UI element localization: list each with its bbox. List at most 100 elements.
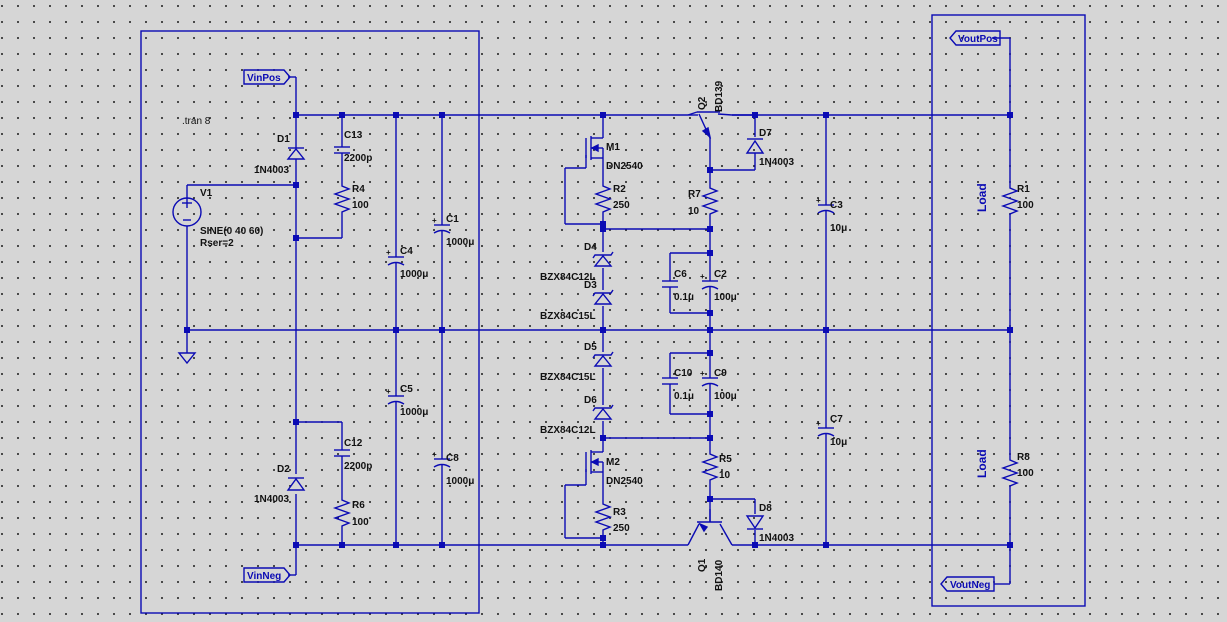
svg-text:+: +: [386, 387, 391, 396]
c7-name: C7: [830, 414, 843, 425]
r1-name: R1: [1017, 184, 1030, 195]
svg-text:+: +: [386, 248, 391, 257]
d4-zener-symbol[interactable]: [592, 251, 614, 267]
r5-resistor-symbol[interactable]: [700, 450, 720, 482]
v1-value: SINE(0 40 60): [200, 226, 263, 237]
vinneg-label: VinNeg: [247, 571, 281, 582]
v1-rser: Rser=2: [200, 238, 234, 249]
r3-value: 250: [613, 523, 630, 534]
d3-zener-symbol[interactable]: [592, 289, 614, 305]
d6-value: BZX84C12L: [540, 425, 596, 436]
svg-text:+: +: [700, 272, 705, 281]
c6-capacitor-symbol[interactable]: [662, 280, 678, 288]
r7-resistor-symbol[interactable]: [700, 184, 720, 216]
vinpos-flag[interactable]: VinPos: [243, 69, 291, 85]
load-label-bottom: Load: [975, 449, 989, 478]
r8-value: 100: [1017, 468, 1034, 479]
d6-name: D6: [584, 395, 597, 406]
c12-capacitor-symbol[interactable]: [334, 449, 350, 457]
d2-name: D2: [277, 464, 290, 475]
c8-capacitor-symbol[interactable]: +: [432, 450, 451, 468]
svg-text:+: +: [816, 196, 821, 205]
d5-zener-symbol[interactable]: [592, 351, 614, 367]
d7-diode-symbol[interactable]: [745, 138, 765, 154]
c8-value: 1000μ: [446, 476, 474, 487]
r2-resistor-symbol[interactable]: [593, 182, 613, 214]
c1-capacitor-symbol[interactable]: +: [432, 216, 451, 234]
d6-zener-symbol[interactable]: [592, 404, 614, 420]
d3-value: BZX84C15L: [540, 311, 596, 322]
c2-capacitor-symbol[interactable]: +: [700, 272, 719, 290]
d1-value: 1N4003: [254, 165, 289, 176]
voutpos-flag[interactable]: VoutPos: [949, 30, 1001, 46]
q2-transistor-symbol[interactable]: [687, 111, 733, 139]
r8-name: R8: [1017, 452, 1030, 463]
c10-capacitor-symbol[interactable]: [662, 377, 678, 385]
r1-resistor-symbol[interactable]: [1000, 184, 1020, 216]
load-label-top: Load: [975, 183, 989, 212]
d3-name: D3: [584, 280, 597, 291]
c4-capacitor-symbol[interactable]: +: [386, 248, 405, 266]
r6-value: 100: [352, 517, 369, 528]
d1-name: D1: [277, 134, 290, 145]
c13-name: C13: [344, 130, 363, 141]
r8-resistor-symbol[interactable]: [1000, 456, 1020, 488]
d2-diode-symbol[interactable]: [286, 477, 306, 491]
d4-value: BZX84C12L: [540, 272, 596, 283]
svg-text:+: +: [432, 216, 437, 225]
c10-value: 0.1μ: [674, 391, 694, 402]
m1-name: M1: [606, 142, 620, 153]
c5-capacitor-symbol[interactable]: +: [386, 387, 405, 405]
c8-name: C8: [446, 453, 459, 464]
r4-resistor-symbol[interactable]: [332, 182, 352, 214]
c3-capacitor-symbol[interactable]: +: [816, 196, 835, 214]
d2-value: 1N4003: [254, 494, 289, 505]
voutneg-flag[interactable]: VoutNeg: [940, 576, 995, 592]
r7-value: 10: [688, 206, 700, 217]
d1-diode-symbol[interactable]: [286, 143, 306, 163]
d8-diode-symbol[interactable]: [745, 515, 765, 530]
c1-value: 1000μ: [446, 237, 474, 248]
tran-directive[interactable]: .tran 8: [182, 116, 211, 127]
q1-transistor-symbol[interactable]: [687, 509, 733, 546]
r4-value: 100: [352, 200, 369, 211]
c2-name: C2: [714, 269, 727, 280]
r3-resistor-symbol[interactable]: [593, 500, 613, 532]
m2-mosfet-symbol[interactable]: [585, 450, 604, 480]
voutpos-label: VoutPos: [958, 34, 998, 45]
c4-value: 1000μ: [400, 269, 428, 280]
svg-text:+: +: [816, 419, 821, 428]
c9-name: C9: [714, 368, 727, 379]
c2-value: 100μ: [714, 292, 737, 303]
r7-name: R7: [688, 189, 701, 200]
c3-name: C3: [830, 200, 843, 211]
r6-resistor-symbol[interactable]: [332, 496, 352, 528]
v1-name: V1: [200, 188, 213, 199]
q1-name: Q1: [697, 558, 708, 572]
voutneg-label: VoutNeg: [950, 580, 990, 591]
vinneg-flag[interactable]: VinNeg: [243, 567, 291, 583]
d4-name: D4: [584, 242, 597, 253]
c7-value: 10μ: [830, 437, 847, 448]
r2-name: R2: [613, 184, 626, 195]
c7-capacitor-symbol[interactable]: +: [816, 419, 835, 437]
d5-name: D5: [584, 342, 597, 353]
input-block-box: [140, 30, 480, 614]
c9-capacitor-symbol[interactable]: +: [700, 369, 719, 387]
c5-name: C5: [400, 384, 413, 395]
m1-mosfet-symbol[interactable]: [585, 136, 604, 166]
c9-value: 100μ: [714, 391, 737, 402]
m2-name: M2: [606, 457, 620, 468]
c6-name: C6: [674, 269, 687, 280]
r5-value: 10: [719, 470, 731, 481]
c13-capacitor-symbol[interactable]: [334, 146, 350, 154]
d8-name: D8: [759, 503, 772, 514]
vinpos-label: VinPos: [247, 73, 281, 84]
d5-value: BZX84C15L: [540, 372, 596, 383]
junctions: [184, 112, 1013, 548]
v1-source-symbol[interactable]: [172, 197, 202, 227]
c3-value: 10μ: [830, 223, 847, 234]
c5-value: 1000μ: [400, 407, 428, 418]
c10-name: C10: [674, 368, 693, 379]
